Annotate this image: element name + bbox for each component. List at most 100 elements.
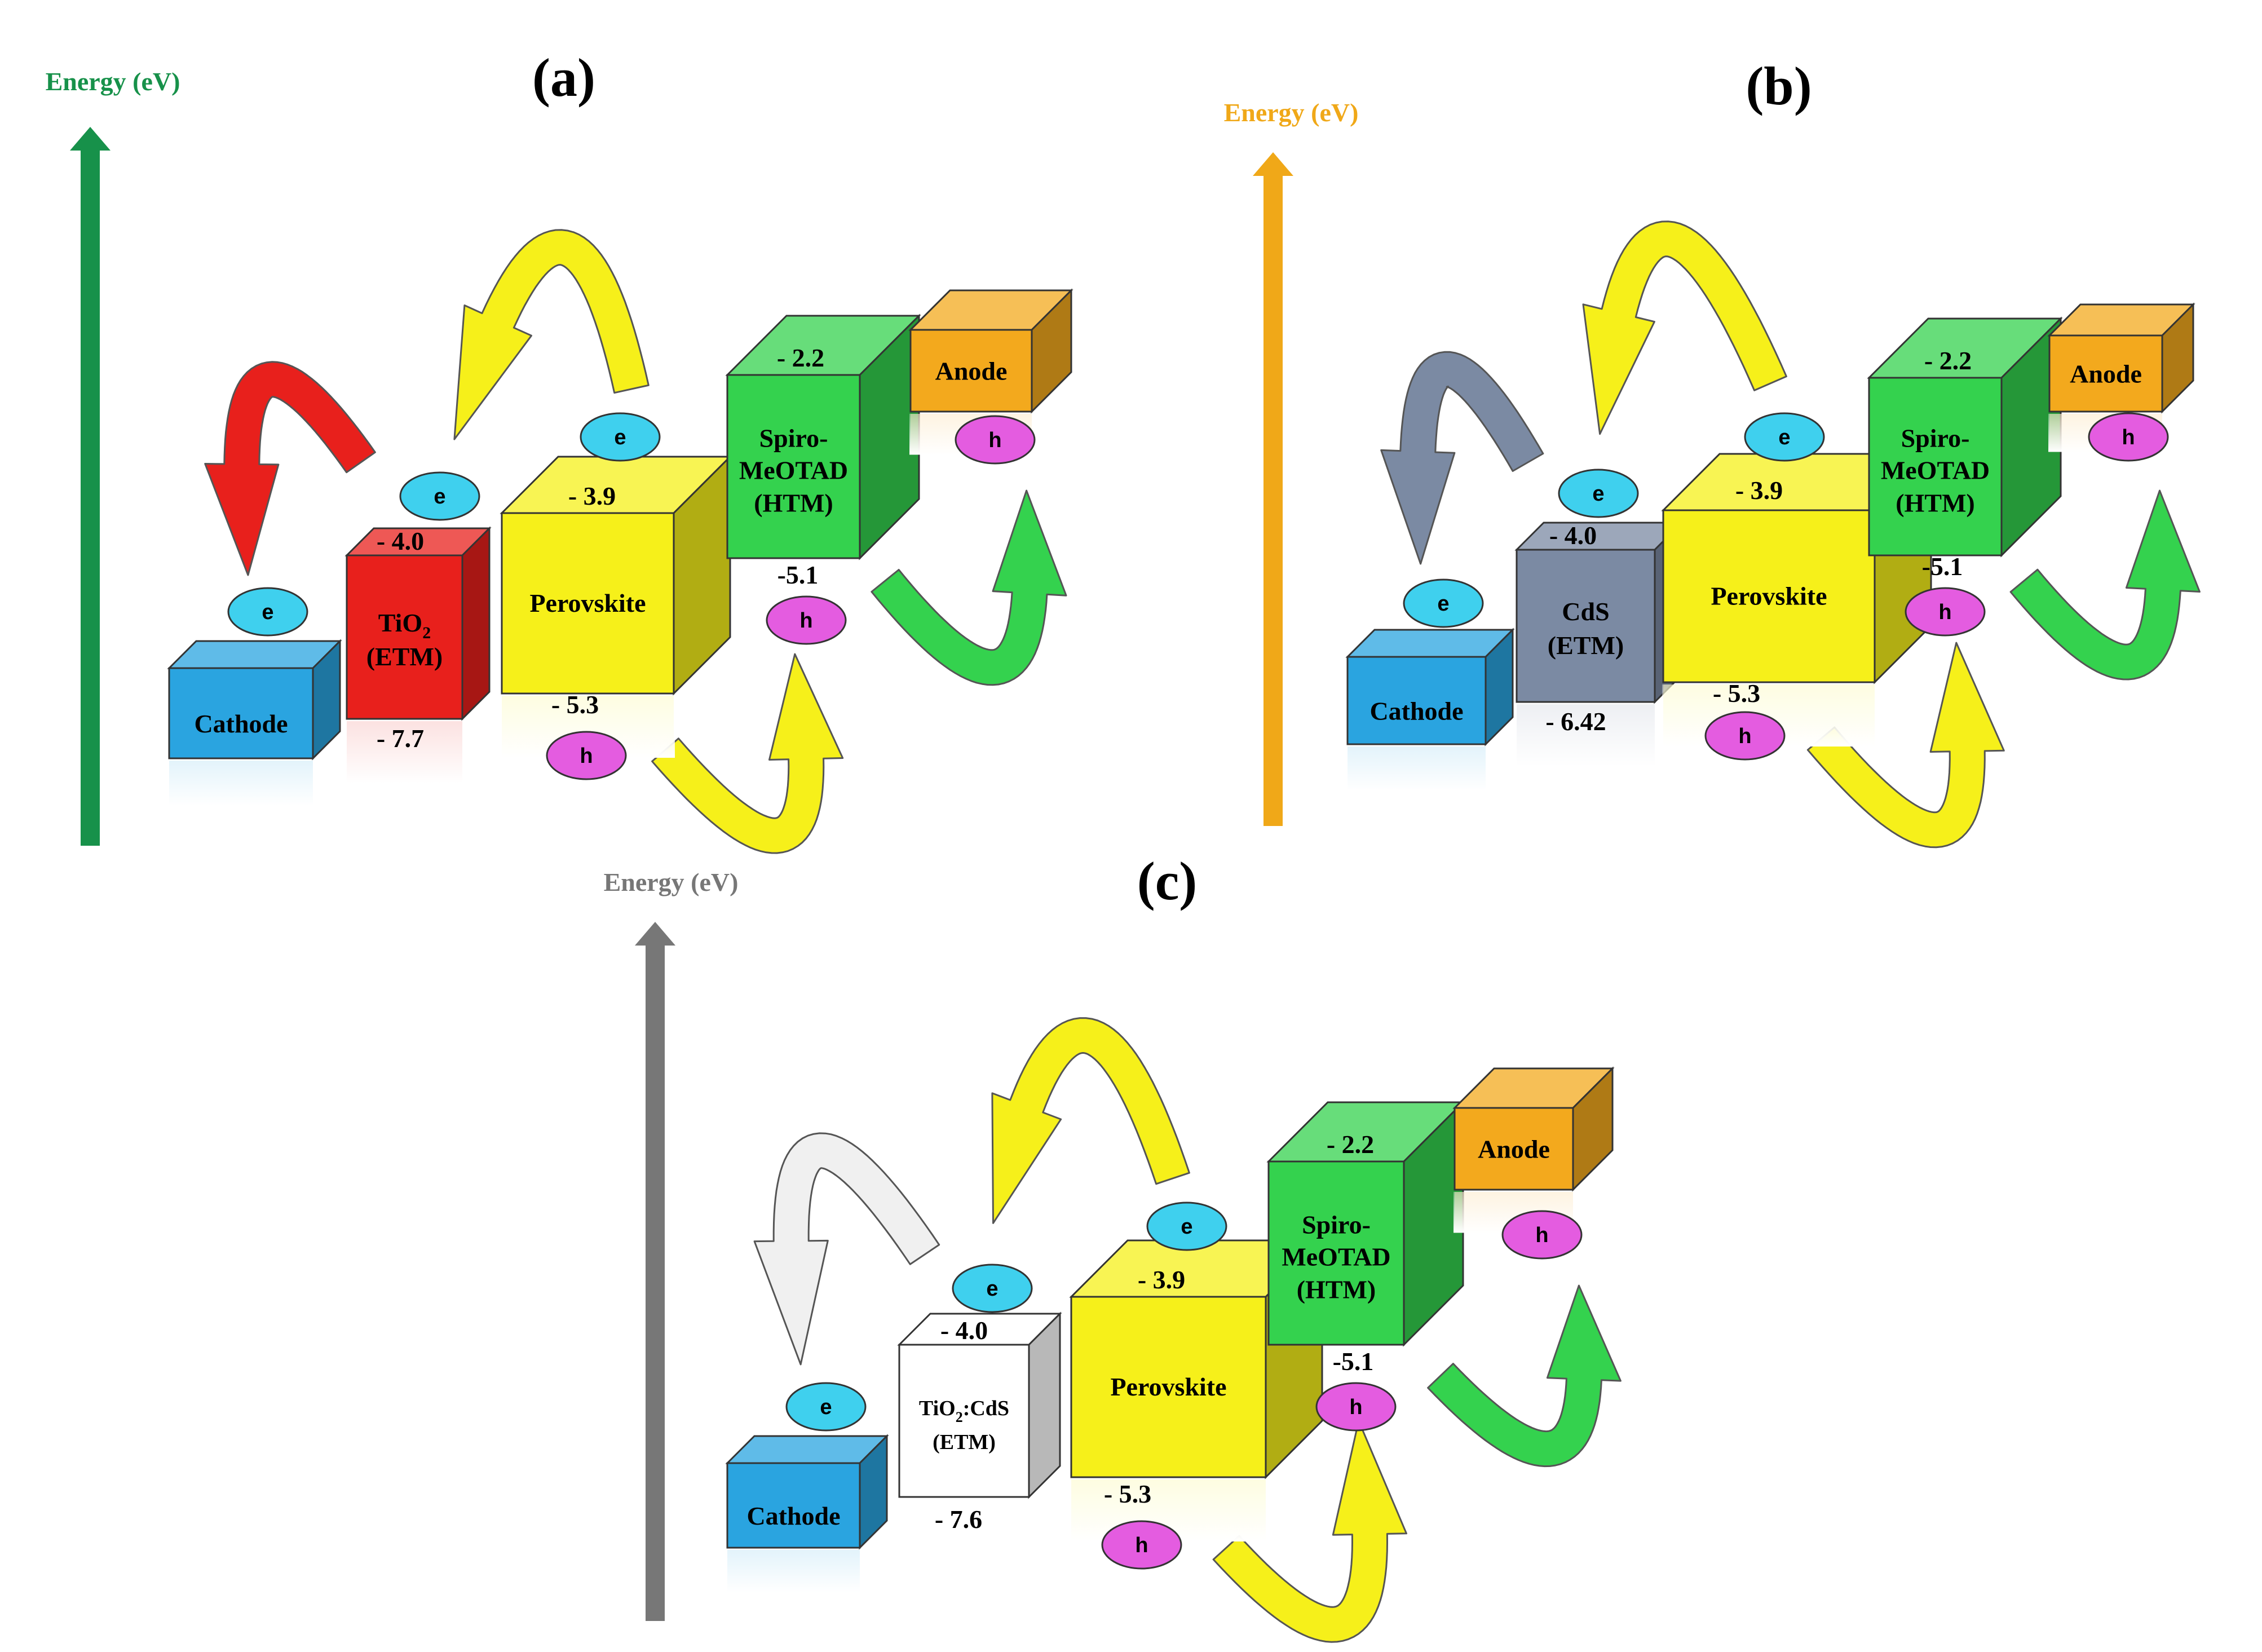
electron-etm-label: e xyxy=(986,1277,998,1301)
etm-material-name: TiO xyxy=(378,608,422,637)
etm-material-name: CdS xyxy=(1562,597,1609,626)
htm-box: Spiro-MeOTAD(HTM) xyxy=(1867,316,2063,558)
hole-anode: h xyxy=(1501,1210,1583,1260)
hole-htm: h xyxy=(1315,1382,1397,1432)
etm-material-subscript: 2 xyxy=(956,1409,963,1425)
perovskite-hole-arrow xyxy=(651,653,844,854)
hole-perovskite-label: h xyxy=(1135,1534,1148,1557)
perovskite-cb-level: - 3.9 xyxy=(1138,1265,1185,1294)
hole-perovskite: h xyxy=(1101,1520,1182,1570)
perovskite-label: Perovskite xyxy=(1711,582,1827,611)
perovskite-electron-arrow xyxy=(991,1017,1190,1224)
cathode-box: Cathode xyxy=(1345,628,1515,790)
perovskite-vb-level: - 5.3 xyxy=(1713,679,1760,708)
hole-anode: h xyxy=(955,415,1036,465)
energy-axis-label: Energy (eV) xyxy=(604,868,739,896)
etm-box: TiO2(ETM) xyxy=(344,526,492,783)
electron-perovskite: e xyxy=(1146,1202,1227,1251)
cathode-box: Cathode xyxy=(167,639,342,806)
hole-htm-label: h xyxy=(799,609,812,633)
perovskite-vb-level: - 5.3 xyxy=(551,690,599,719)
etm-role-label: (ETM) xyxy=(366,642,443,671)
etm-box: TiO2:CdS (ETM) xyxy=(897,1311,1062,1561)
perovskite-label: Perovskite xyxy=(1110,1372,1226,1401)
hole-anode-label: h xyxy=(2122,426,2135,449)
perovskite-hole-arrow xyxy=(1212,1420,1407,1643)
cathode-label: Cathode xyxy=(746,1501,840,1530)
etm-vb-level: - 7.6 xyxy=(935,1505,982,1534)
anode-box: Anode xyxy=(1452,1066,1615,1233)
panel-b: (b)Energy (eV)CathodeCdS(ETM)PerovskiteS… xyxy=(1224,56,2201,849)
electron-cathode-label: e xyxy=(820,1395,832,1419)
hole-htm-label: h xyxy=(1938,600,1951,624)
perovskite-cb-level: - 3.9 xyxy=(1735,476,1783,505)
anode-label: Anode xyxy=(1478,1135,1550,1164)
etm-electron-arrow xyxy=(1380,351,1544,565)
electron-perovskite-label: e xyxy=(1181,1215,1192,1239)
panel-a: (a)Energy (eV)CathodeTiO2(ETM)Perovskite… xyxy=(46,47,1073,854)
hole-anode-label: h xyxy=(988,429,1001,452)
perovskite-box: Perovskite xyxy=(1069,1238,1324,1541)
electron-perovskite: e xyxy=(580,412,661,462)
hole-perovskite: h xyxy=(546,731,627,780)
hole-anode-label: h xyxy=(1535,1223,1548,1247)
htm-label-line3: (HTM) xyxy=(754,489,833,518)
panel-label: (c) xyxy=(1137,851,1198,911)
etm-role-label: (ETM) xyxy=(933,1430,996,1454)
etm-material-label: TiO2 xyxy=(378,608,431,642)
etm-material-subscript: 2 xyxy=(422,624,431,642)
htm-lumo-level: - 2.2 xyxy=(1924,346,1972,375)
hole-anode: h xyxy=(2088,412,2169,462)
perovskite-label: Perovskite xyxy=(529,589,646,617)
htm-homo-level: -5.1 xyxy=(1333,1347,1374,1376)
electron-cathode: e xyxy=(227,587,308,637)
perovskite-electron-arrow xyxy=(453,229,650,440)
panel-label: (b) xyxy=(1746,56,1812,116)
electron-etm-label: e xyxy=(434,485,445,509)
panel-c: (c) Energy (eV) Cathode TiO2:CdS (ETM) Perovs… xyxy=(604,851,1622,1643)
electron-cathode-label: e xyxy=(1437,592,1449,616)
electron-etm: e xyxy=(1558,469,1639,518)
etm-material-label: TiO2:CdS xyxy=(919,1397,1009,1425)
etm-electron-arrow xyxy=(753,1132,940,1366)
htm-lumo-level: - 2.2 xyxy=(1327,1130,1374,1159)
energy-axis-arrow xyxy=(1253,152,1293,826)
hole-htm: h xyxy=(766,595,847,645)
electron-etm: e xyxy=(952,1264,1033,1313)
perovskite-hole-arrow xyxy=(1806,642,2005,849)
anode-label: Anode xyxy=(2070,360,2142,388)
hole-perovskite-label: h xyxy=(580,744,593,768)
htm-homo-level: -5.1 xyxy=(1922,552,1963,581)
perovskite-electron-arrow xyxy=(1582,220,1787,435)
electron-perovskite-label: e xyxy=(1778,426,1790,449)
hole-htm-label: h xyxy=(1349,1395,1362,1419)
htm-lumo-level: - 2.2 xyxy=(777,343,824,372)
hole-perovskite: h xyxy=(1704,711,1786,761)
htm-label-line2: MeOTAD xyxy=(739,456,848,485)
electron-cathode-label: e xyxy=(262,600,273,624)
etm-cb-level: - 4.0 xyxy=(377,527,424,555)
htm-label-line1: Spiro- xyxy=(759,424,828,453)
perovskite-vb-level: - 5.3 xyxy=(1104,1479,1151,1508)
htm-label-line1: Spiro- xyxy=(1302,1211,1371,1239)
hole-htm: h xyxy=(1905,587,1986,637)
htm-label-line2: MeOTAD xyxy=(1282,1243,1390,1271)
energy-axis-arrow xyxy=(635,922,675,1621)
etm-cb-level: - 4.0 xyxy=(1549,521,1597,550)
energy-axis-arrow xyxy=(70,127,111,846)
cathode-label: Cathode xyxy=(1369,697,1463,726)
electron-perovskite-label: e xyxy=(614,426,626,449)
etm-vb-level: - 7.7 xyxy=(377,724,424,753)
etm-vb-level: - 6.42 xyxy=(1545,707,1606,736)
htm-label-line3: (HTM) xyxy=(1297,1275,1376,1304)
htm-label-line3: (HTM) xyxy=(1896,489,1975,518)
cathode-box: Cathode xyxy=(725,1434,889,1592)
htm-box: Spiro- MeOTAD (HTM) xyxy=(725,313,921,560)
perovskite-cb-level: - 3.9 xyxy=(568,482,616,510)
etm-electron-arrow xyxy=(204,361,376,576)
electron-cathode: e xyxy=(1403,578,1484,628)
electron-etm: e xyxy=(399,471,480,521)
htm-homo-level: -5.1 xyxy=(777,560,819,589)
etm-material-label: CdS xyxy=(1562,597,1609,626)
